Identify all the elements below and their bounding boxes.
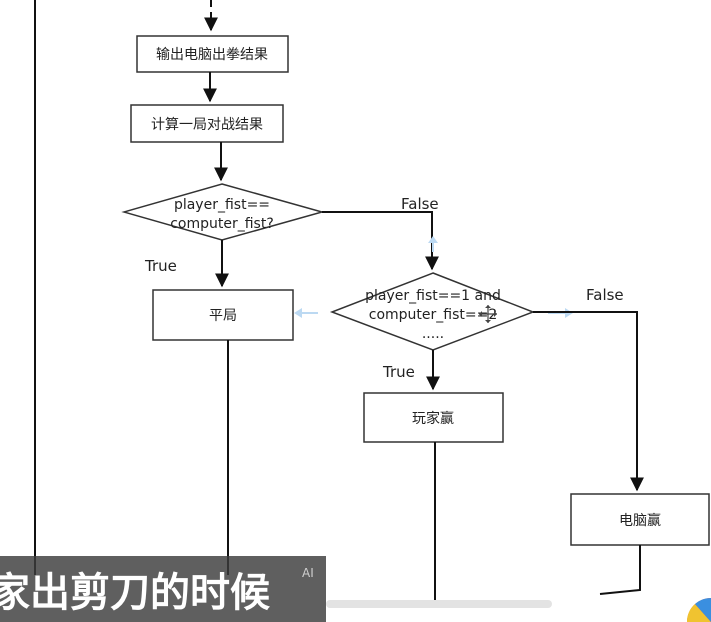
decision-equal-line1: player_fist== (174, 197, 270, 213)
move-cursor-icon (479, 305, 497, 323)
player-win-label: 玩家赢 (412, 410, 454, 427)
equal-false-label: False (401, 195, 439, 213)
equal-true-label: True (144, 257, 177, 275)
draw-label: 平局 (209, 308, 237, 324)
computer-win-label: 电脑赢 (619, 512, 661, 529)
draw-box[interactable] (152, 289, 294, 341)
subtitle-text: 家出剪刀的时候 (0, 570, 270, 616)
drag-handle-left-icon[interactable] (294, 308, 302, 318)
arrow-equal-false (322, 211, 439, 271)
computer-win-down-line (599, 545, 641, 595)
drag-handle-top-icon[interactable] (428, 236, 438, 243)
scroll-progress-bar[interactable] (326, 600, 552, 608)
decision-player-win-line2: computer_fist==2 (369, 307, 498, 323)
decision-player-win-line1: player_fist==1 and (365, 288, 501, 304)
arrow-win-false (533, 311, 644, 492)
compute-result-box[interactable] (130, 104, 284, 143)
win-true-label: True (382, 363, 415, 381)
output-computer-fist-box[interactable] (136, 35, 289, 73)
player-win-box[interactable] (363, 392, 504, 443)
output-computer-fist-label: 输出电脑出拳结果 (156, 47, 268, 63)
app-logo-icon (685, 592, 711, 622)
decision-player-win-line3: ..... (422, 326, 444, 342)
subtitle-bar (0, 556, 326, 622)
compute-result-label: 计算一局对战结果 (151, 117, 263, 133)
decision-equal-line2: computer_fist? (170, 216, 274, 232)
computer-win-box[interactable] (570, 493, 710, 546)
win-false-label: False (586, 286, 624, 304)
ai-badge: AI (302, 566, 314, 580)
